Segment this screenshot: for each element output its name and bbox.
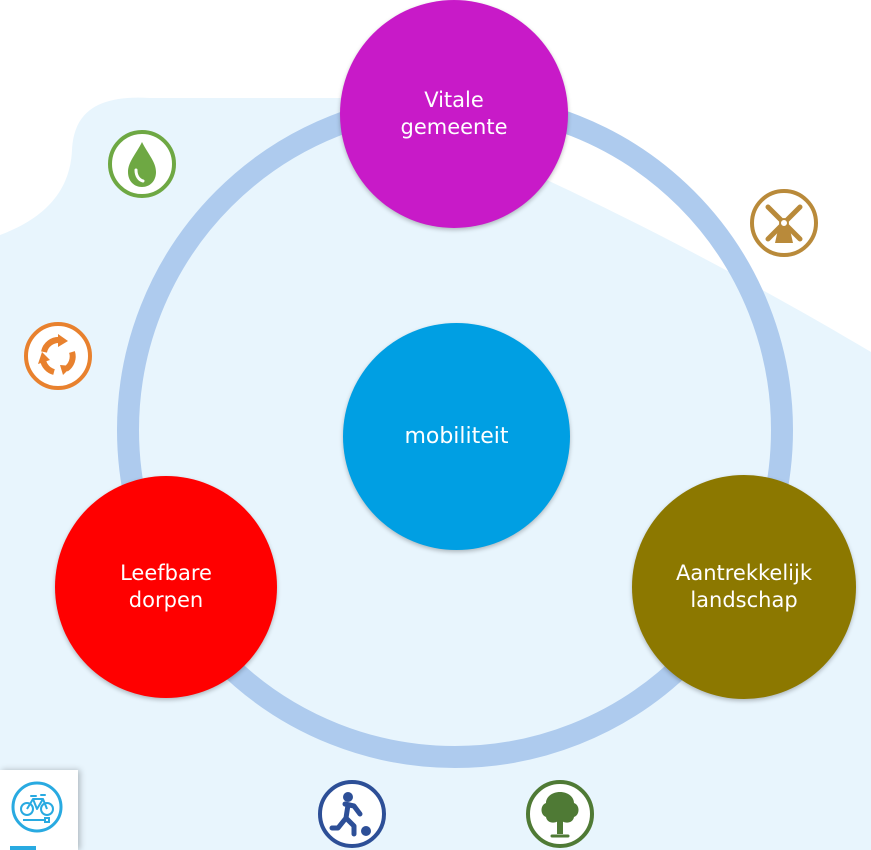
recycle-icon: [24, 322, 92, 390]
node-aantrekkelijk-landschap-label: Aantrekkelijk landschap: [675, 561, 813, 612]
node-vitale-gemeente-label: Vitale gemeente: [400, 88, 508, 139]
e-bike-card: [0, 770, 78, 850]
e-bike-card-accent: [10, 846, 36, 850]
football-player-icon: [318, 780, 386, 848]
water-drop-icon: [108, 130, 176, 198]
node-leefbare-dorpen-label: Leefbare dorpen: [120, 561, 212, 612]
node-mobiliteit-label: mobiliteit: [404, 424, 509, 449]
tree-icon: [526, 780, 594, 848]
node-aantrekkelijk-landschap: Aantrekkelijk landschap: [632, 475, 856, 699]
node-mobiliteit: mobiliteit: [343, 323, 570, 550]
windmill-icon: [750, 189, 818, 257]
node-vitale-gemeente: Vitale gemeente: [340, 0, 568, 228]
e-bike-icon: [11, 781, 63, 833]
node-leefbare-dorpen: Leefbare dorpen: [55, 476, 277, 698]
